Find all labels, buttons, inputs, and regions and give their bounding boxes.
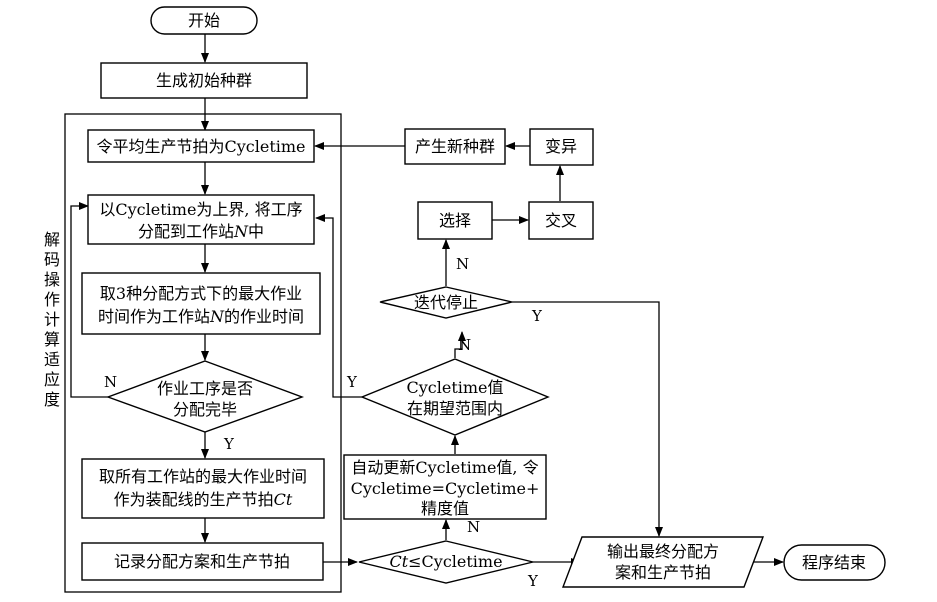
group-label-char-8: 应 bbox=[44, 370, 60, 389]
node-update-line3: 精度值 bbox=[421, 499, 469, 518]
node-start: 开始 bbox=[150, 6, 258, 35]
node-crossover-text: 交叉 bbox=[545, 211, 577, 230]
node-mutate-text: 变异 bbox=[545, 137, 577, 156]
node-stop-decision: 迭代停止 bbox=[379, 286, 513, 319]
node-compare-decision: Ct≤Cycletime bbox=[358, 540, 534, 584]
node-mutate: 变异 bbox=[529, 128, 594, 166]
node-crossover: 交叉 bbox=[528, 201, 594, 240]
group-label-char-1: 解 bbox=[44, 230, 60, 249]
node-max-all-line1: 取所有工作站的最大作业时间 bbox=[99, 467, 307, 486]
node-inrange-line1: Cycletime值 bbox=[406, 378, 503, 397]
node-done-line1: 作业工序是否 bbox=[157, 379, 253, 398]
node-max-time-line2: 时间作为工作站N的作业时间 bbox=[98, 307, 304, 326]
node-max-time: 取3种分配方式下的最大作业 时间作为工作站N的作业时间 bbox=[81, 272, 321, 335]
label-inrange-no: N bbox=[458, 336, 471, 354]
node-record-text: 记录分配方案和生产节拍 bbox=[114, 552, 290, 571]
node-update-line1: 自动更新Cycletime值, 令 bbox=[351, 458, 538, 477]
edge-inrange-stop bbox=[454, 331, 466, 358]
node-start-text: 开始 bbox=[188, 11, 220, 30]
node-update-line2: Cycletime=Cycletime+ bbox=[351, 479, 540, 498]
node-output: 输出最终分配方 案和生产节拍 bbox=[561, 536, 765, 588]
node-init-population-text: 生成初始种群 bbox=[156, 71, 252, 90]
label-compare-no: N bbox=[467, 518, 480, 536]
node-end-text: 程序结束 bbox=[802, 553, 866, 572]
group-label-char-6: 算 bbox=[44, 330, 60, 349]
label-inrange-yes: Y bbox=[346, 373, 358, 391]
node-inrange-decision: Cycletime值 在期望范围内 bbox=[360, 358, 550, 436]
group-label-char-3: 操 bbox=[44, 270, 60, 289]
decode-group-label: 解 码 操 作 计 算 适 应 度 bbox=[44, 230, 60, 409]
decode-group-frame bbox=[64, 113, 342, 593]
node-compare-text: Ct≤Cycletime bbox=[389, 552, 502, 571]
group-label-char-7: 适 bbox=[44, 350, 60, 369]
node-update-cycletime: 自动更新Cycletime值, 令 Cycletime=Cycletime+ 精… bbox=[343, 454, 547, 520]
label-stop-no: N bbox=[456, 255, 469, 273]
group-label-char-5: 计 bbox=[44, 310, 60, 329]
label-compare-yes: Y bbox=[527, 572, 539, 590]
edge-labels: N Y Y N N Y N Y bbox=[104, 255, 543, 590]
node-max-time-line1: 取3种分配方式下的最大作业 bbox=[100, 284, 302, 303]
group-label-char-9: 度 bbox=[44, 390, 60, 409]
node-end: 程序结束 bbox=[783, 544, 886, 581]
label-done-yes: Y bbox=[223, 435, 235, 453]
node-new-population: 产生新种群 bbox=[404, 128, 506, 165]
node-done-line2: 分配完毕 bbox=[173, 400, 237, 419]
edge-inrange-yes-loop bbox=[315, 214, 362, 398]
node-done-decision: 作业工序是否 分配完毕 bbox=[105, 360, 305, 433]
node-set-average: 令平均生产节拍为Cycletime bbox=[87, 129, 315, 163]
node-record: 记录分配方案和生产节拍 bbox=[81, 542, 324, 581]
node-inrange-line2: 在期望范围内 bbox=[407, 399, 503, 418]
node-select-text: 选择 bbox=[439, 211, 471, 230]
node-new-population-text: 产生新种群 bbox=[415, 137, 495, 156]
node-output-line2: 案和生产节拍 bbox=[615, 563, 711, 582]
group-label-char-4: 作 bbox=[44, 290, 60, 309]
label-stop-yes: Y bbox=[531, 307, 543, 325]
node-select: 选择 bbox=[417, 201, 493, 240]
group-label-char-2: 码 bbox=[44, 250, 60, 269]
node-max-all: 取所有工作站的最大作业时间 作为装配线的生产节拍Ct bbox=[81, 458, 325, 519]
edge-stop-output bbox=[512, 301, 663, 537]
node-assign-line1: 以Cycletime为上界, 将工序 bbox=[99, 200, 302, 219]
node-assign-stations: 以Cycletime为上界, 将工序 分配到工作站N中 bbox=[87, 194, 315, 245]
connectors bbox=[70, 34, 784, 566]
edge-done-no-loop bbox=[70, 202, 108, 398]
node-assign-line2: 分配到工作站N中 bbox=[138, 222, 264, 241]
node-stop-text: 迭代停止 bbox=[414, 293, 478, 312]
node-init-population: 生成初始种群 bbox=[100, 62, 308, 99]
label-done-no: N bbox=[104, 373, 117, 391]
node-output-line1: 输出最终分配方 bbox=[607, 542, 719, 561]
node-max-all-line2: 作为装配线的生产节拍Ct bbox=[114, 490, 293, 509]
node-set-average-text: 令平均生产节拍为Cycletime bbox=[96, 137, 305, 156]
